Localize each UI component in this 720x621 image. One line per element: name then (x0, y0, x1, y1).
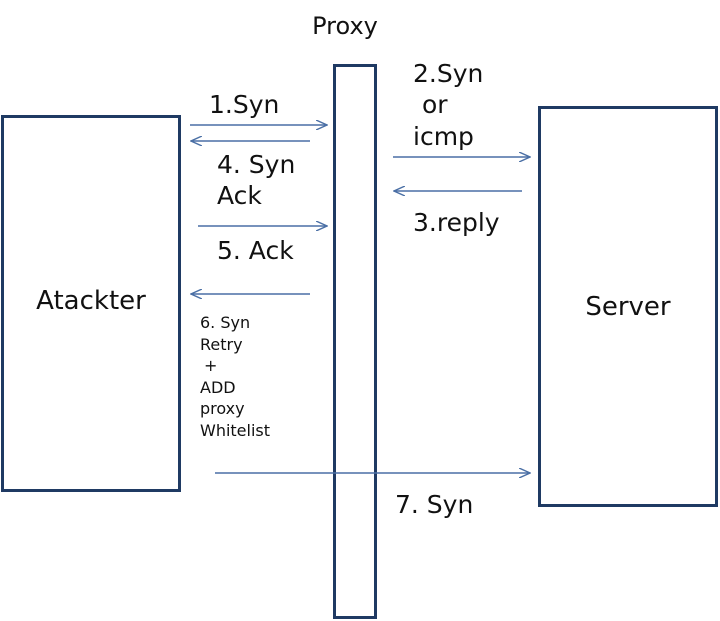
step-3-label: 3.reply (413, 208, 500, 237)
step-1-label: 1.Syn (209, 90, 280, 119)
attacker-label: Atackter (36, 286, 146, 316)
step-2-label: 2.Syn or icmp (413, 59, 484, 151)
step-5-label: 5. Ack (217, 236, 294, 265)
server-label: Server (585, 292, 671, 322)
step-4-label: 4. Syn Ack (217, 150, 296, 211)
step-7-label: 7. Syn (395, 490, 474, 519)
attacker-box (1, 115, 181, 492)
proxy-box (333, 64, 377, 619)
server-box (538, 106, 718, 507)
proxy-label: Proxy (312, 12, 378, 40)
step-6-label: 6. Syn Retry + ADD proxy Whitelist (200, 313, 271, 440)
